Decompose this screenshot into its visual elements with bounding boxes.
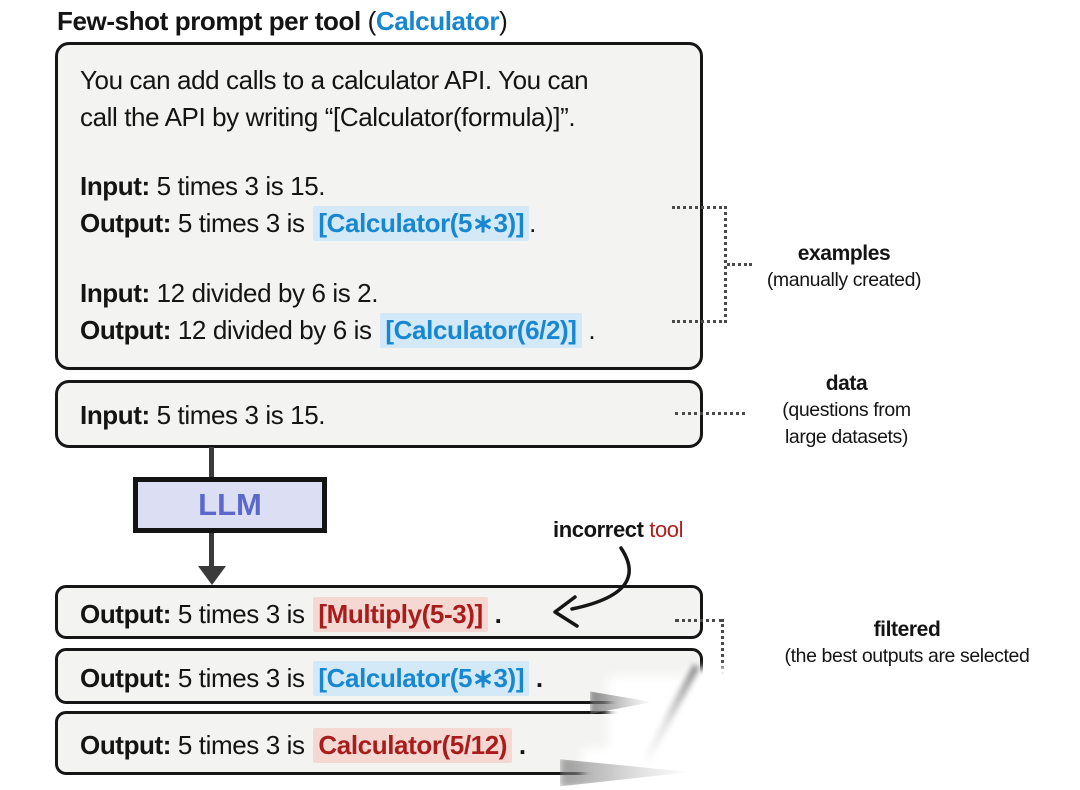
title-paren-close: )	[499, 6, 508, 36]
filtered-title: filtered	[873, 618, 941, 641]
data-annotation: data (questions from large datasets)	[744, 370, 949, 451]
output-label: Output:	[80, 730, 172, 760]
example2-input: Input: 12 divided by 6 is 2.	[80, 278, 378, 309]
output-box-1: Output: 5 times 3 is [Multiply(5-3)] .	[55, 585, 703, 639]
output-label: Output:	[80, 663, 172, 693]
examples-bracket-mid	[727, 263, 752, 266]
filtered-subtitle: (the best outputs are selected	[784, 645, 1030, 667]
output-prefix: 5 times 3 is	[171, 663, 312, 693]
output-line: Output: 5 times 3 is Calculator(5/12) .	[80, 728, 526, 763]
output-prefix: 5 times 3 is	[171, 730, 312, 760]
calculator-call-highlight: Calculator(5/12)	[313, 728, 513, 763]
down-arrow-icon	[198, 566, 226, 585]
output-suffix: .	[512, 730, 526, 760]
output-prefix: 12 divided by 6 is	[171, 315, 379, 345]
multiply-call-highlight: [Multiply(5-3)]	[313, 597, 488, 632]
data-leader-line	[675, 412, 745, 415]
filtered-bracket-horizontal	[675, 619, 723, 622]
example2-output: Output: 12 divided by 6 is [Calculator(6…	[80, 313, 596, 348]
input-text: 5 times 3 is 15.	[149, 171, 326, 201]
examples-title: examples	[797, 242, 891, 265]
example1-input: Input: 5 times 3 is 15.	[80, 171, 325, 202]
title-tool-name: Calculator	[375, 6, 500, 36]
prompt-box: You can add calls to a calculator API. Y…	[55, 42, 703, 370]
llm-box: LLM	[133, 477, 327, 533]
output-suffix: .	[581, 315, 596, 345]
output-line: Output: 5 times 3 is [Multiply(5-3)] .	[80, 597, 502, 632]
examples-subtitle: (manually created)	[766, 269, 922, 291]
output-suffix: .	[529, 208, 536, 238]
data-subtitle-line2: large datasets)	[785, 426, 908, 448]
input-text: 5 times 3 is 15.	[149, 400, 326, 430]
arrow-stem	[209, 532, 214, 568]
title-paren-open: (	[360, 6, 377, 36]
incorrect-word: incorrect	[553, 517, 644, 542]
output-prefix: 5 times 3 is	[171, 208, 312, 238]
filtered-bracket-vertical	[721, 619, 724, 675]
incorrect-tool-annotation: incorrect tool	[553, 517, 684, 543]
data-input-line: Input: 5 times 3 is 15.	[80, 400, 325, 431]
calculator-call-highlight: [Calculator(5∗3)]	[313, 661, 530, 696]
llm-label: LLM	[198, 487, 262, 522]
title-main: Few-shot prompt per tool	[57, 6, 361, 36]
output-label: Output:	[80, 599, 172, 629]
tool-word: tool	[643, 517, 684, 542]
calculator-call-highlight: [Calculator(6/2)]	[380, 313, 582, 348]
examples-annotation: examples (manually created)	[744, 240, 944, 294]
data-input-box: Input: 5 times 3 is 15.	[55, 380, 703, 448]
output-label: Output:	[80, 208, 172, 238]
page-title: Few-shot prompt per tool (Calculator)	[57, 6, 508, 37]
data-title: data	[825, 372, 868, 395]
output-box-3: Output: 5 times 3 is Calculator(5/12) .	[55, 711, 703, 775]
filtered-annotation: filtered (the best outputs are selected	[748, 616, 1066, 670]
output-label: Output:	[80, 315, 172, 345]
input-label: Input:	[80, 171, 150, 201]
prompt-instruction-line1: You can add calls to a calculator API. Y…	[80, 65, 589, 95]
input-text: 12 divided by 6 is 2.	[149, 278, 379, 308]
examples-bracket-vertical	[724, 206, 727, 323]
input-label: Input:	[80, 278, 150, 308]
calculator-call-highlight: [Calculator(5∗3)]	[313, 206, 530, 241]
output-box-2: Output: 5 times 3 is [Calculator(5∗3)] .	[55, 648, 703, 704]
examples-bracket-top	[672, 206, 727, 209]
output-suffix: .	[487, 599, 502, 629]
prompt-instruction-line2: call the API by writing “[Calculator(for…	[80, 102, 576, 132]
input-label: Input:	[80, 400, 150, 430]
output-suffix: .	[529, 663, 543, 693]
connector-line	[209, 447, 214, 478]
examples-bracket-bottom	[672, 320, 727, 323]
data-subtitle-line1: (questions from	[782, 399, 911, 421]
example1-output: Output: 5 times 3 is [Calculator(5∗3)].	[80, 206, 536, 241]
output-prefix: 5 times 3 is	[171, 599, 312, 629]
output-line: Output: 5 times 3 is [Calculator(5∗3)] .	[80, 661, 543, 696]
